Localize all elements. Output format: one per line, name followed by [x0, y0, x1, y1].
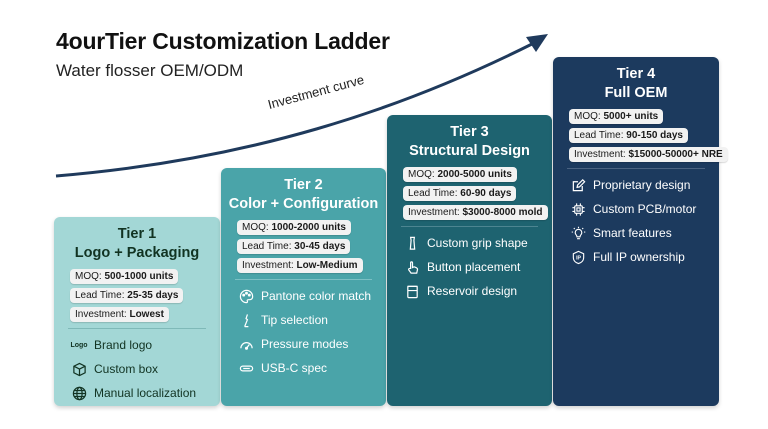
page-subtitle: Water flosser OEM/ODM [56, 61, 244, 80]
divider [235, 279, 372, 280]
feature-item: Smart features [569, 225, 719, 241]
tier-label: Structural Design [409, 143, 530, 159]
lead-time-pill: Lead Time: 90-150 days [569, 128, 688, 143]
page-title: 4ourTier Customization Ladder [56, 28, 390, 54]
feature-item: Custom PCB/motor [569, 201, 719, 217]
lead-time-pill: Lead Time: 60-90 days [403, 186, 517, 201]
tier-label: Full OEM [604, 85, 668, 101]
divider [401, 226, 538, 227]
usb-c-icon [237, 360, 255, 376]
moq-pill: MOQ: 2000-5000 units [403, 167, 517, 182]
logo-text-icon: Logo [70, 341, 88, 349]
tier-name: Tier 1 [117, 226, 157, 242]
tier-3-card: Tier 3 Structural Design MOQ: 2000-5000 … [387, 115, 552, 406]
investment-pill: Investment: $15000-50000+ NRE [569, 147, 728, 162]
grip-icon [403, 235, 421, 251]
curve-label: Investment curve [266, 71, 366, 112]
feature-item: Manual localization [70, 385, 220, 401]
chip-icon [569, 201, 587, 217]
feature-item: Custom grip shape [403, 235, 552, 251]
box-icon [70, 361, 88, 377]
edit-icon [569, 177, 587, 193]
feature-item: Tip selection [237, 312, 386, 328]
reservoir-icon [403, 283, 421, 299]
globe-icon [70, 385, 88, 401]
tier-name: Tier 2 [284, 177, 323, 193]
bulb-icon [569, 225, 587, 241]
lead-time-pill: Lead Time: 30-45 days [237, 239, 351, 254]
tier-4-card: Tier 4 Full OEM MOQ: 5000+ units Lead Ti… [553, 57, 728, 406]
tier-name: Tier 4 [616, 66, 656, 82]
lead-time-pill: Lead Time: 25-35 days [70, 288, 184, 303]
feature-item: Pantone color match [237, 288, 386, 304]
curve-arrowhead-icon [526, 34, 548, 52]
svg-text:IP: IP [576, 255, 581, 261]
feature-item: IP Full IP ownership [569, 249, 719, 265]
gauge-icon [237, 336, 255, 352]
divider [68, 328, 206, 329]
ip-icon: IP [569, 249, 587, 265]
tier-name: Tier 3 [450, 124, 489, 140]
hand-press-icon [403, 259, 421, 275]
nozzle-tip-icon [237, 312, 255, 328]
palette-icon [237, 288, 255, 304]
feature-item: Logo Brand logo [70, 338, 153, 352]
moq-pill: MOQ: 5000+ units [569, 109, 664, 124]
tier-1-card: Tier 1 Logo + Packaging MOQ: 500-1000 un… [54, 217, 220, 406]
tier-label: Logo + Packaging [74, 245, 200, 261]
tier-label: Color + Configuration [228, 196, 379, 212]
feature-item: Button placement [403, 259, 552, 275]
investment-pill: Investment: Low-Medium [237, 258, 363, 273]
feature-item: Pressure modes [237, 336, 386, 352]
feature-item: Custom box [70, 361, 220, 377]
moq-pill: MOQ: 1000-2000 units [237, 220, 351, 235]
tier-2-card: Tier 2 Color + Configuration MOQ: 1000-2… [221, 168, 386, 406]
feature-item: Proprietary design [569, 177, 719, 193]
feature-item: Reservoir design [403, 283, 552, 299]
moq-pill: MOQ: 500-1000 units [70, 269, 179, 284]
feature-item: USB-C spec [237, 360, 386, 376]
divider [567, 168, 705, 169]
investment-pill: Investment: $3000-8000 mold [403, 205, 548, 220]
investment-pill: Investment: Lowest [70, 307, 169, 322]
